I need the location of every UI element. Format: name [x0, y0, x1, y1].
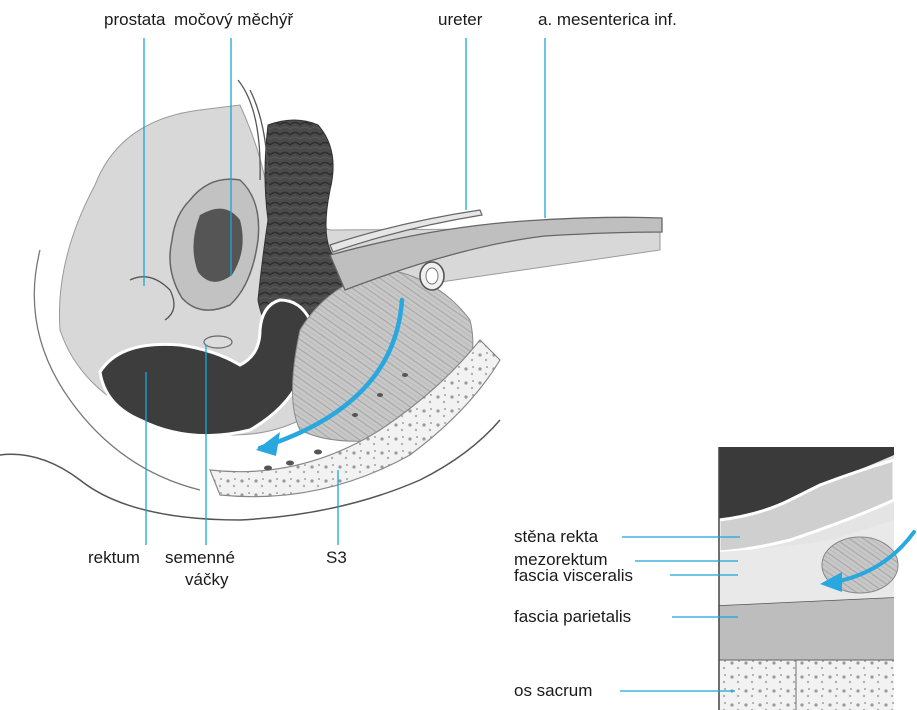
label-prostata: prostata [104, 10, 165, 29]
seminal-vesicle [204, 336, 232, 348]
label-fascia-parietalis: fascia parietalis [514, 607, 631, 626]
label-s3: S3 [326, 548, 347, 567]
label-semenne: semenné [165, 548, 235, 567]
label-stena-rekta: stěna rekta [514, 527, 598, 546]
inset-parietal-fascia [719, 598, 894, 660]
label-os-sacrum: os sacrum [514, 681, 592, 700]
label-vacky: váčky [185, 570, 228, 589]
label-rektum: rektum [88, 548, 140, 567]
label-ureter: ureter [438, 10, 482, 29]
label-mocovy-mechyr: močový měchýř [174, 10, 293, 29]
label-fascia-visceralis: fascia visceralis [514, 566, 633, 585]
inset-panel [719, 447, 914, 710]
label-a-mesenterica: a. mesenterica inf. [538, 10, 677, 29]
